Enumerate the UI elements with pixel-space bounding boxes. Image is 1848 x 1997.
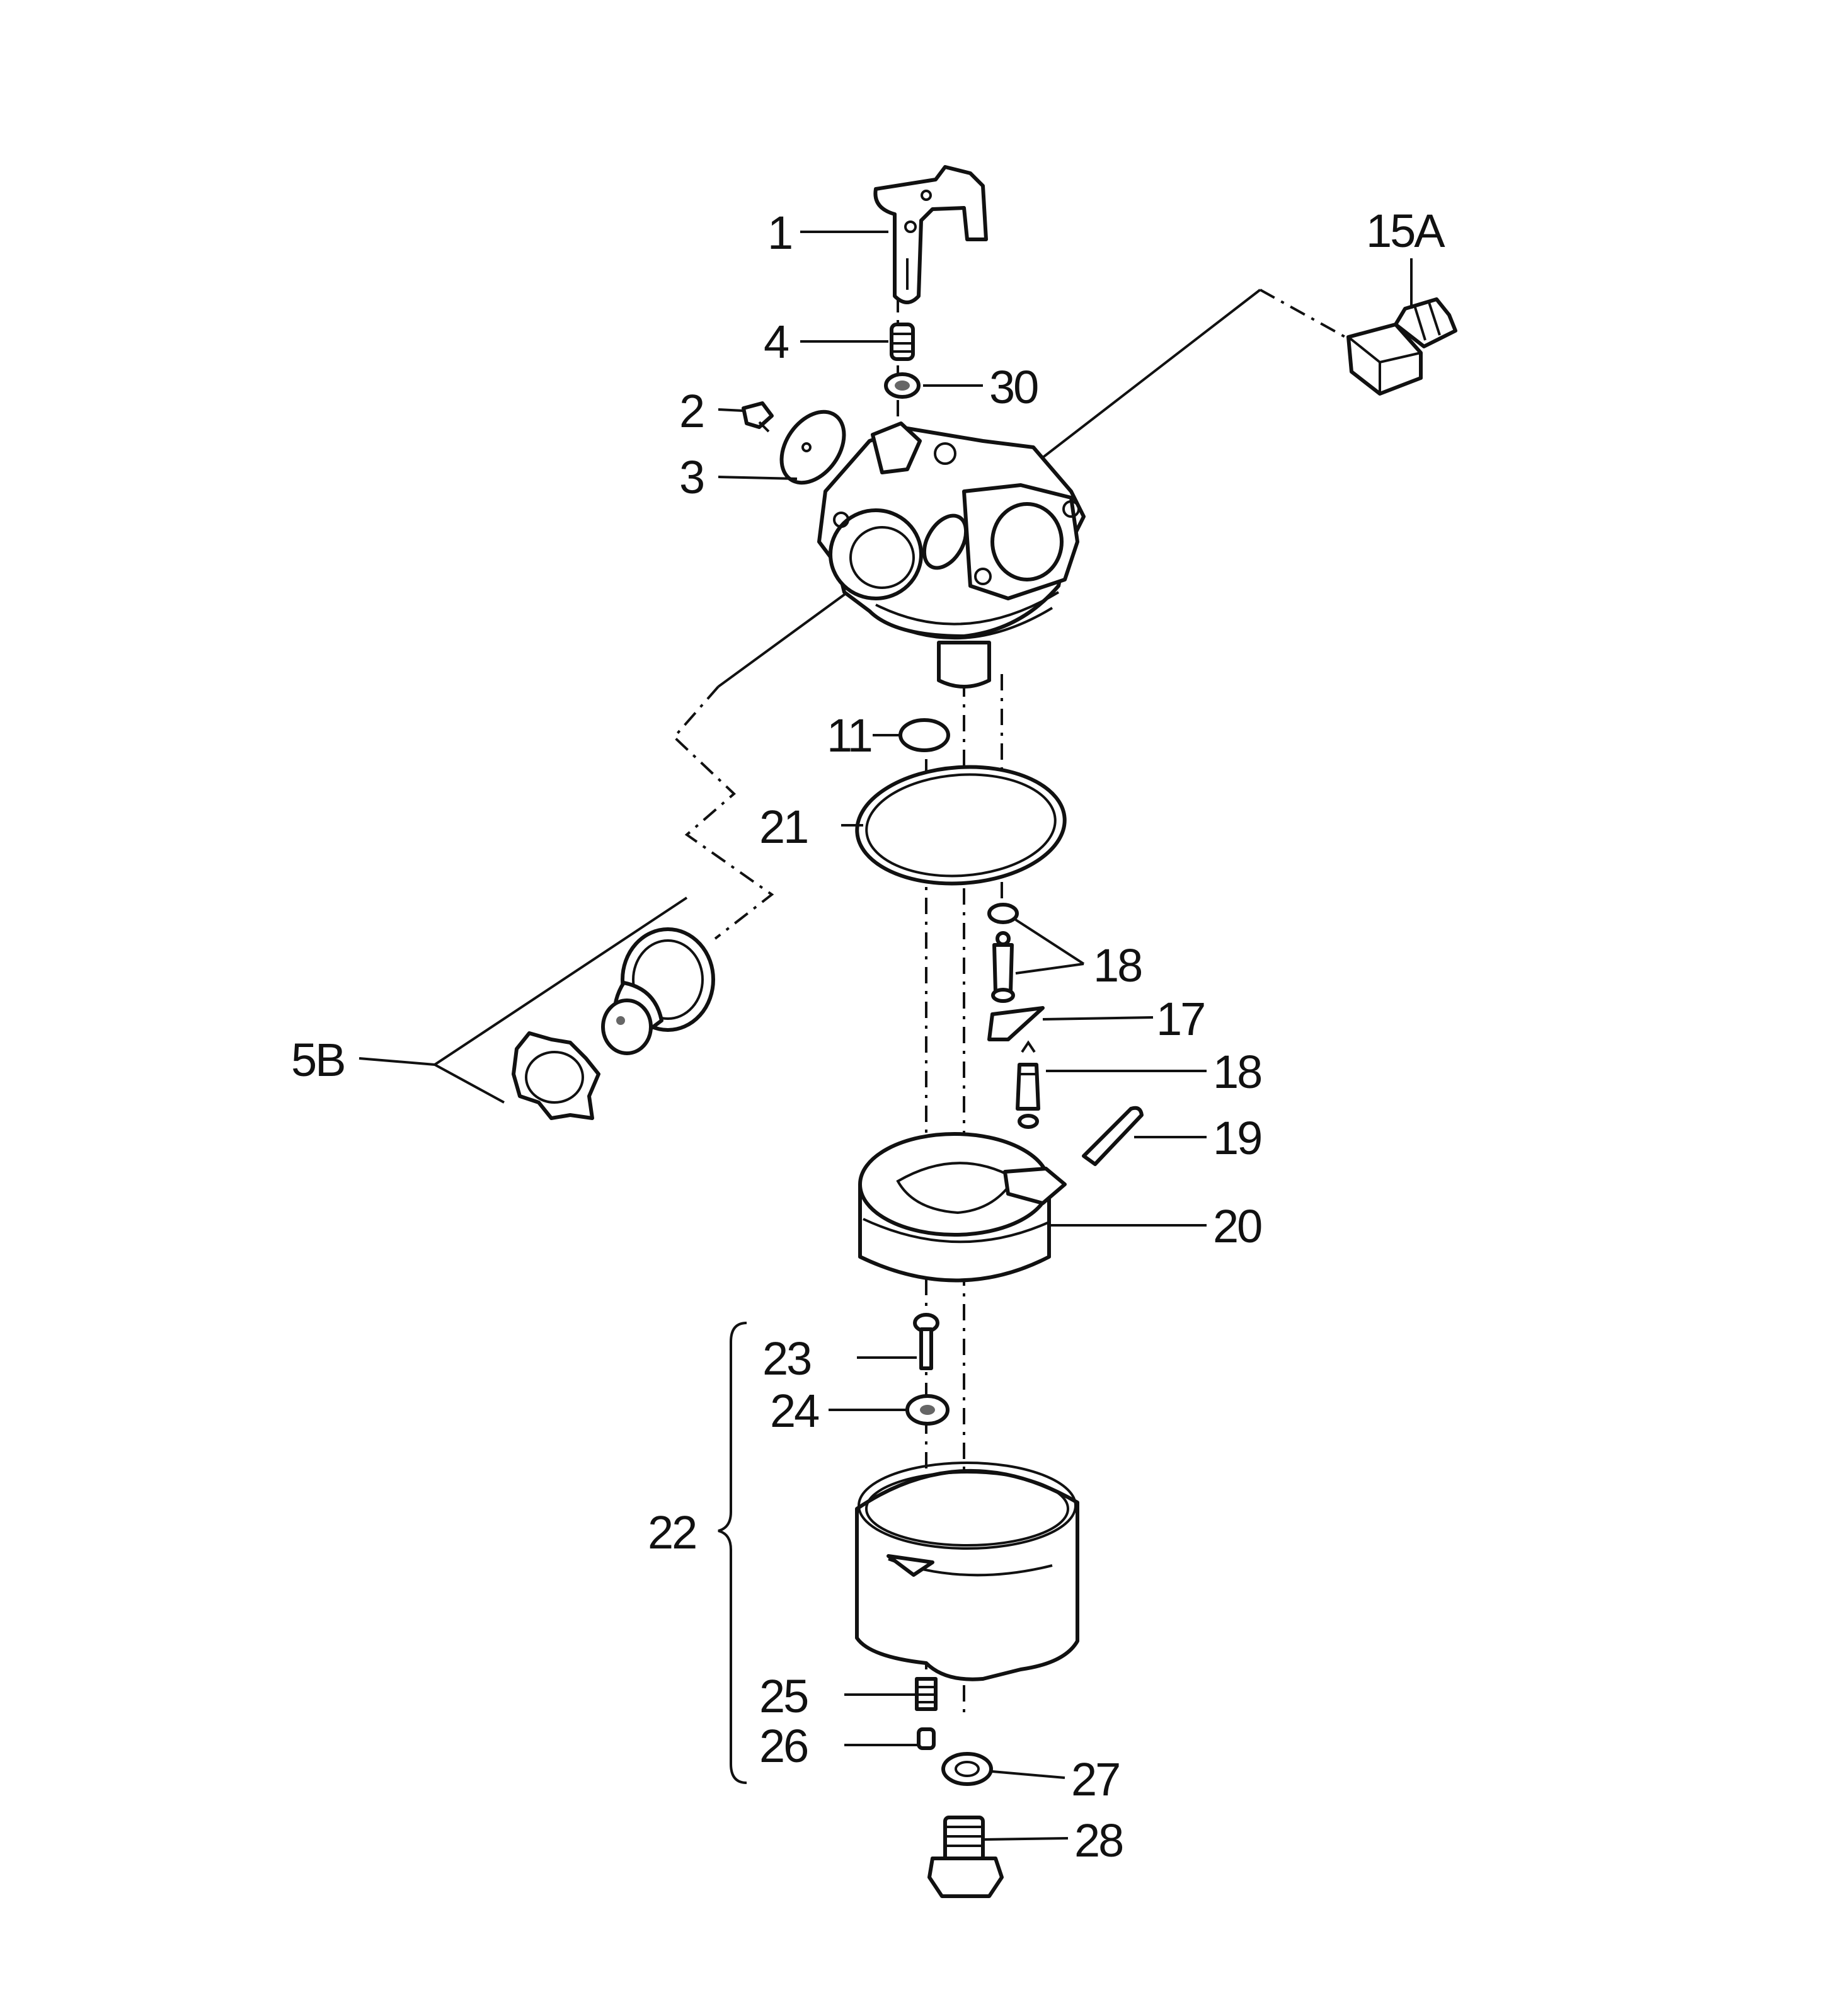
label-part-24: 24 [770, 1385, 818, 1437]
label-part-2: 2 [679, 385, 703, 437]
throttle-lever-part [873, 165, 988, 304]
label-part-25: 25 [759, 1670, 808, 1722]
drain-plug-part [917, 1727, 936, 1750]
label-part-22: 22 [648, 1506, 696, 1559]
fuel-inlet-elbow-part [1346, 297, 1457, 396]
label-part-23: 23 [762, 1332, 810, 1385]
welch-plug-part [898, 718, 950, 752]
callout-labels: 1 15A 4 30 2 3 11 21 18 17 5B 18 19 20 2… [291, 205, 1447, 1867]
callout-leaders [359, 231, 1413, 1841]
assembly-22-brace [718, 1322, 747, 1784]
label-part-17: 17 [1156, 993, 1204, 1045]
primer-retainer-part [512, 1031, 600, 1120]
throttle-shaft-seal-part [884, 372, 921, 399]
label-part-4: 4 [764, 316, 788, 368]
label-part-18-upper: 18 [1093, 939, 1141, 992]
inlet-needle-lower-part [1016, 1040, 1040, 1129]
needle-clip-part [987, 1006, 1045, 1041]
choke-plate-screw-part [742, 401, 774, 433]
label-part-19: 19 [1213, 1112, 1261, 1164]
label-part-15a: 15A [1366, 205, 1445, 257]
label-part-18-lower: 18 [1213, 1046, 1261, 1098]
label-part-28: 28 [1074, 1814, 1122, 1867]
drain-valve-pin-part [913, 1313, 939, 1370]
label-part-27: 27 [1071, 1753, 1119, 1805]
label-part-1: 1 [767, 207, 791, 259]
float-pin-part [1082, 1106, 1144, 1166]
label-part-5b: 5B [291, 1034, 345, 1086]
idle-screw-spring-part [890, 323, 915, 361]
drain-spring-part [915, 1677, 938, 1711]
drain-nut-part [905, 1394, 950, 1426]
label-part-26: 26 [759, 1720, 807, 1772]
label-part-30: 30 [989, 361, 1038, 413]
label-part-21: 21 [759, 801, 807, 853]
bowl-washer-part [941, 1752, 993, 1786]
carburetor-body-part [817, 421, 1086, 689]
inlet-seat-part [987, 903, 1019, 924]
label-part-11: 11 [827, 709, 871, 762]
inlet-needle-upper-part [991, 931, 1015, 1003]
label-part-20: 20 [1213, 1200, 1261, 1252]
label-part-3: 3 [679, 451, 703, 503]
primer-bulb-part [601, 927, 715, 1055]
float-bowl-part [855, 1462, 1079, 1681]
bowl-nut-part [927, 1816, 1004, 1898]
float-part [858, 1132, 1067, 1283]
bowl-gasket-part [855, 765, 1067, 886]
